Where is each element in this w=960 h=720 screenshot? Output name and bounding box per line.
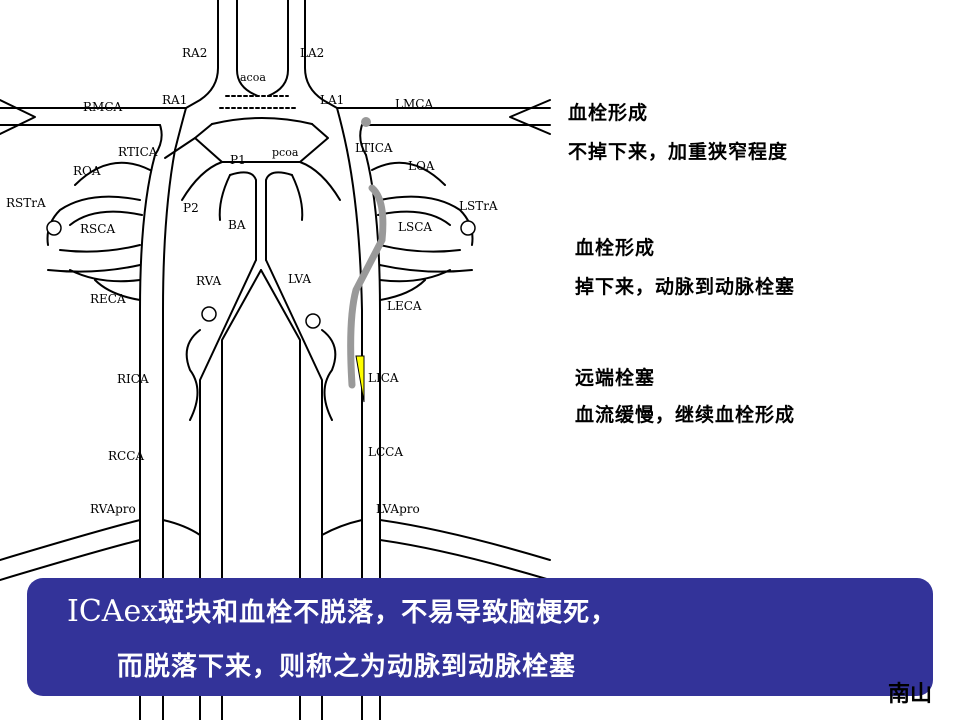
label-rva: RVA <box>196 274 221 288</box>
label-ra2: RA2 <box>182 46 207 60</box>
label-rstra: RSTrA <box>6 196 46 210</box>
corner-mark: 南山 <box>888 682 933 707</box>
note-3-title: 远端栓塞 <box>575 367 656 389</box>
label-rtica: RTICA <box>118 145 158 159</box>
label-rvapro: RVApro <box>90 502 136 516</box>
summary-line-2: 而脱落下来，则称之为动脉到动脉栓塞 <box>117 652 577 682</box>
label-ra1: RA1 <box>162 93 187 107</box>
label-la1: LA1 <box>320 93 344 107</box>
label-lica: LICA <box>368 371 399 385</box>
summary-abbr: ICAex <box>67 594 159 629</box>
summary-box: ICAex斑块和血栓不脱落，不易导致脑梗死， 而脱落下来，则称之为动脉到动脉栓塞 <box>27 578 933 696</box>
note-2-detail: 掉下来，动脉到动脉栓塞 <box>575 276 796 298</box>
note-1-detail: 不掉下来，加重狭窄程度 <box>568 141 789 163</box>
label-pcoa: pcoa <box>272 146 299 159</box>
label-lstra: LSTrA <box>459 199 498 213</box>
label-la2: LA2 <box>300 46 324 60</box>
label-rcca: RCCA <box>108 449 144 463</box>
label-lva: LVA <box>288 272 311 286</box>
label-p1: P1 <box>230 153 246 167</box>
label-lsca: LSCA <box>398 220 432 234</box>
label-leca: LECA <box>387 299 422 313</box>
label-rmca: RMCA <box>83 100 123 114</box>
label-rica: RICA <box>117 372 149 386</box>
label-lmca: LMCA <box>395 97 433 111</box>
label-ba: BA <box>228 218 246 232</box>
summary-line-1-text: 斑块和血栓不脱落，不易导致脑梗死， <box>158 598 618 628</box>
note-2-title: 血栓形成 <box>575 237 656 259</box>
label-p2: P2 <box>183 201 199 215</box>
note-3-detail: 血流缓慢，继续血栓形成 <box>575 404 796 426</box>
label-roa: ROA <box>73 164 101 178</box>
label-ltica: LTICA <box>355 141 393 155</box>
plaque-mark <box>355 355 365 403</box>
thrombus-mark <box>347 184 387 389</box>
label-loa: LOA <box>408 159 435 173</box>
label-acoa: acoa <box>240 71 266 84</box>
label-reca: RECA <box>90 292 126 306</box>
label-lcca: LCCA <box>368 445 403 459</box>
label-rsca: RSCA <box>80 222 115 236</box>
note-1-title: 血栓形成 <box>568 102 649 124</box>
label-lvapro: LVApro <box>376 502 420 516</box>
summary-line-1: ICAex斑块和血栓不脱落，不易导致脑梗死， <box>67 592 617 629</box>
